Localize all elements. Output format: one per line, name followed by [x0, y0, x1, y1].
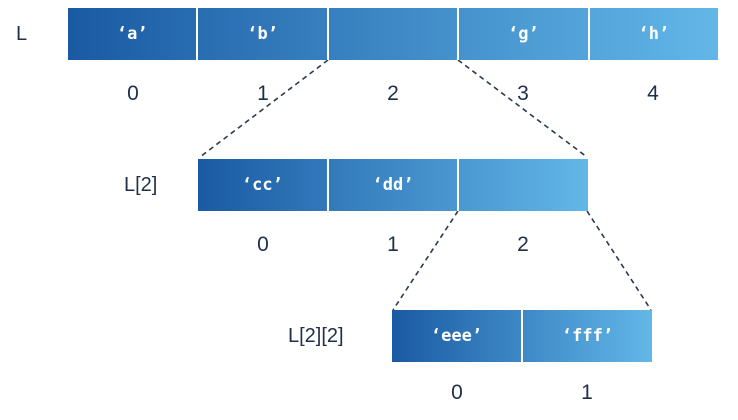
- connector-line-left: [392, 210, 459, 311]
- index-label: 0: [127, 82, 139, 105]
- list-label-L2: L[2]: [124, 173, 158, 196]
- list-label-L: L: [16, 22, 28, 45]
- list-label-L22: L[2][2]: [288, 324, 344, 347]
- list-cell: ‘eee’: [430, 326, 483, 346]
- index-label: 1: [581, 381, 593, 404]
- list-bar-L: ‘a’ ‘b’ ‘g’ ‘h’: [68, 8, 718, 60]
- index-label: 3: [517, 82, 529, 105]
- list-bar-L22: ‘eee’ ‘fff’: [392, 310, 652, 362]
- list-bar-L2: ‘cc’ ‘dd’: [198, 159, 588, 211]
- index-label: 2: [387, 82, 399, 105]
- index-label: 2: [517, 233, 529, 256]
- list-cell: [457, 159, 588, 211]
- connector-line-right: [457, 59, 588, 158]
- connector-line-left: [199, 59, 329, 158]
- index-label: 0: [257, 233, 269, 256]
- index-label: 4: [647, 82, 659, 105]
- connector-line-right: [586, 210, 652, 311]
- list-cell: ‘dd’: [326, 159, 458, 211]
- list-cell: ‘b’: [196, 8, 326, 60]
- list-cell: ‘g’: [457, 8, 587, 60]
- list-cell: ‘fff’: [521, 310, 652, 362]
- index-label: 1: [387, 233, 399, 256]
- list-cell: [326, 8, 457, 60]
- index-label: 1: [257, 82, 269, 105]
- index-label: 0: [451, 381, 463, 404]
- list-cell: ‘cc’: [241, 175, 283, 195]
- list-cell: ‘a’: [116, 24, 148, 44]
- list-cell: ‘h’: [587, 8, 718, 60]
